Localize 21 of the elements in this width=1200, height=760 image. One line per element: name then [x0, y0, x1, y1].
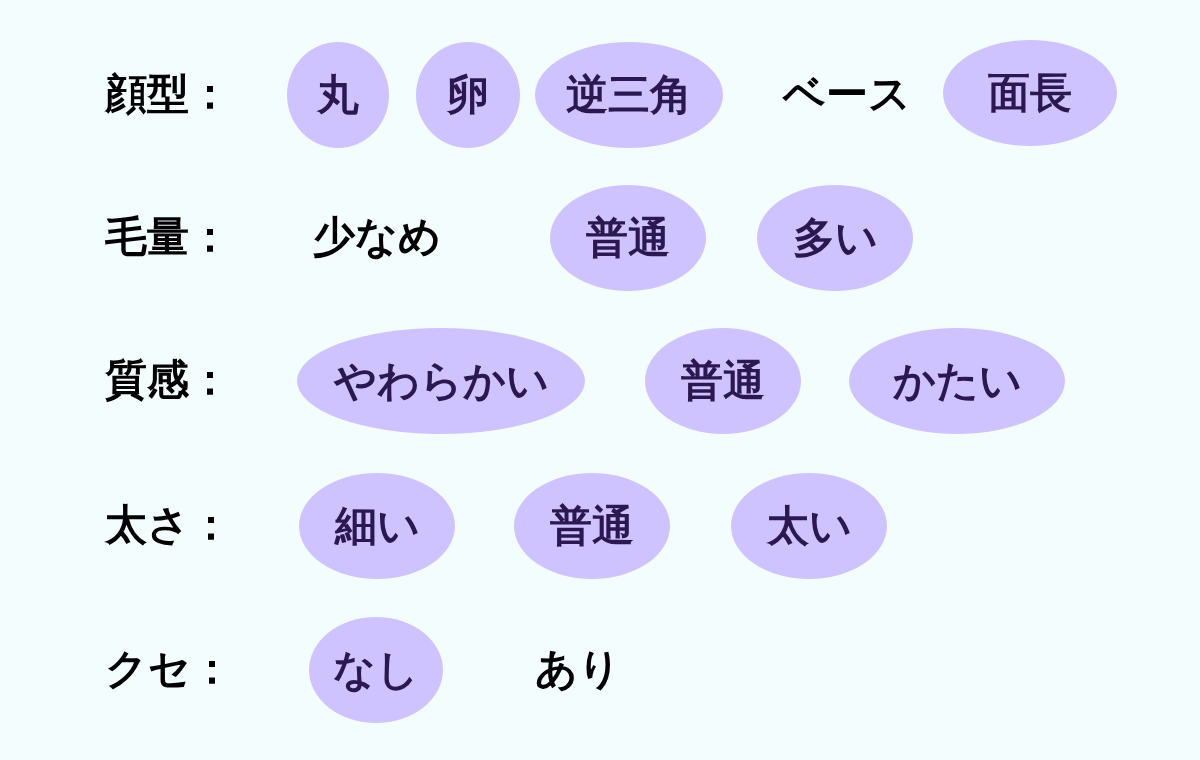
option-ellipse: 多い [757, 185, 913, 291]
option-ellipse: 細い [299, 473, 455, 579]
row-heading: クセ： [105, 648, 233, 690]
option-text: あり [535, 648, 621, 690]
option-ellipse: 丸 [287, 42, 389, 148]
option-ellipse: 太い [731, 473, 887, 579]
option-ellipse: なし [309, 617, 443, 723]
option-ellipse: 卵 [416, 42, 520, 148]
option-ellipse: 普通 [514, 473, 670, 579]
option-ellipse: やわらかい [297, 328, 585, 434]
row-heading: 質感： [105, 359, 231, 401]
row-heading: 太さ： [105, 504, 232, 546]
option-ellipse: かたい [849, 328, 1065, 434]
option-ellipse: 普通 [645, 328, 801, 434]
row-heading: 顔型： [105, 73, 231, 115]
option-text: ベース [783, 73, 911, 115]
option-text: 少なめ [313, 216, 441, 258]
option-ellipse: 逆三角 [535, 42, 723, 148]
option-ellipse: 普通 [550, 185, 706, 291]
option-ellipse: 面長 [943, 40, 1117, 146]
row-heading: 毛量： [105, 216, 231, 258]
